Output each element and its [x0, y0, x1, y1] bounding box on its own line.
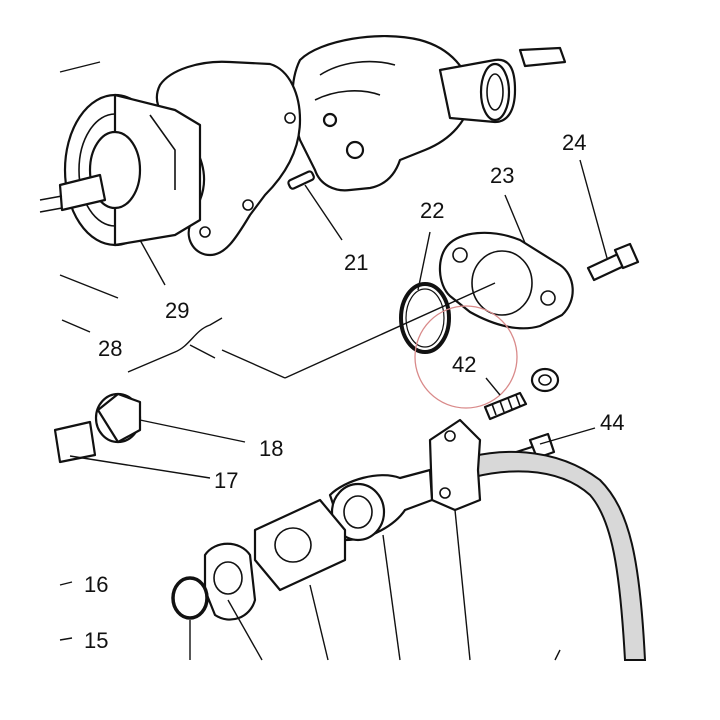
- hose-bracket: [428, 418, 482, 512]
- bolt: [586, 242, 640, 282]
- callout-17: 17: [214, 468, 238, 493]
- nut: [530, 367, 560, 393]
- callout-29: 29: [165, 298, 189, 323]
- callout-28: 28: [98, 336, 122, 361]
- water-pump-housing: [291, 34, 567, 192]
- leader-lines: [59, 61, 608, 661]
- shaft-seal: [94, 392, 142, 444]
- stud: [483, 391, 528, 421]
- pump-shaft: [53, 420, 97, 464]
- o-ring: [399, 282, 451, 354]
- small-o-ring: [171, 576, 209, 620]
- callout-15: 15: [84, 628, 108, 653]
- pump-impeller: [39, 93, 202, 247]
- coolant-pipe: [253, 468, 434, 592]
- dowel-pin: [287, 170, 315, 190]
- callout-42: 42: [452, 352, 476, 377]
- callout-22: 22: [420, 198, 444, 223]
- callout-23: 23: [490, 163, 514, 188]
- callout-16: 16: [84, 572, 108, 597]
- pipe-gasket: [203, 542, 257, 621]
- outlet-flange: [438, 231, 574, 330]
- highlight-circle: [414, 305, 518, 409]
- callout-24: 24: [562, 130, 586, 155]
- callout-labels: 15 16 17 18 21 22 23 24 28 29 42 44: [84, 130, 624, 653]
- callout-21: 21: [344, 250, 368, 275]
- callout-18: 18: [259, 436, 283, 461]
- group-brace: [127, 317, 223, 373]
- callout-44: 44: [600, 410, 624, 435]
